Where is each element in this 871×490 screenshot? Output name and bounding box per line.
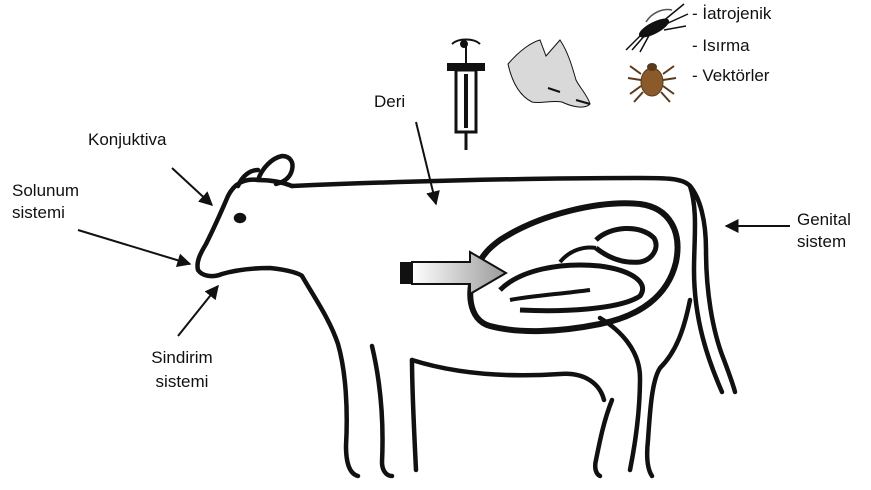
syringe-icon [448, 40, 484, 151]
deri-arrow [416, 122, 436, 204]
uterus-fetus [470, 203, 677, 331]
konjuktiva-arrow [172, 168, 212, 205]
cow-outline [197, 156, 735, 476]
pointer-arrows [78, 122, 790, 336]
sindirim-arrow [178, 286, 218, 336]
solunum-label-line1: Solunum [12, 181, 79, 201]
deri-label: Deri [374, 92, 405, 112]
udder-entry-arrow-icon [400, 252, 506, 294]
legend-iatrojenik: - İatrojenik [692, 4, 771, 24]
legend-isirma: - Isırma [692, 36, 750, 56]
solunum-arrow [78, 230, 190, 264]
legend-vektorler: - Vektörler [692, 66, 769, 86]
tick-icon [628, 63, 676, 102]
mosquito-icon [626, 4, 688, 52]
genital-label-line2: sistem [797, 232, 846, 252]
dog-head-icon [508, 40, 590, 107]
solunum-label-line2: sistemi [12, 203, 65, 223]
sindirim-label-line2: sistemi [142, 372, 222, 392]
genital-label-line1: Genital [797, 210, 851, 230]
sindirim-label-line1: Sindirim [142, 348, 222, 368]
konjuktiva-label: Konjuktiva [88, 130, 166, 150]
